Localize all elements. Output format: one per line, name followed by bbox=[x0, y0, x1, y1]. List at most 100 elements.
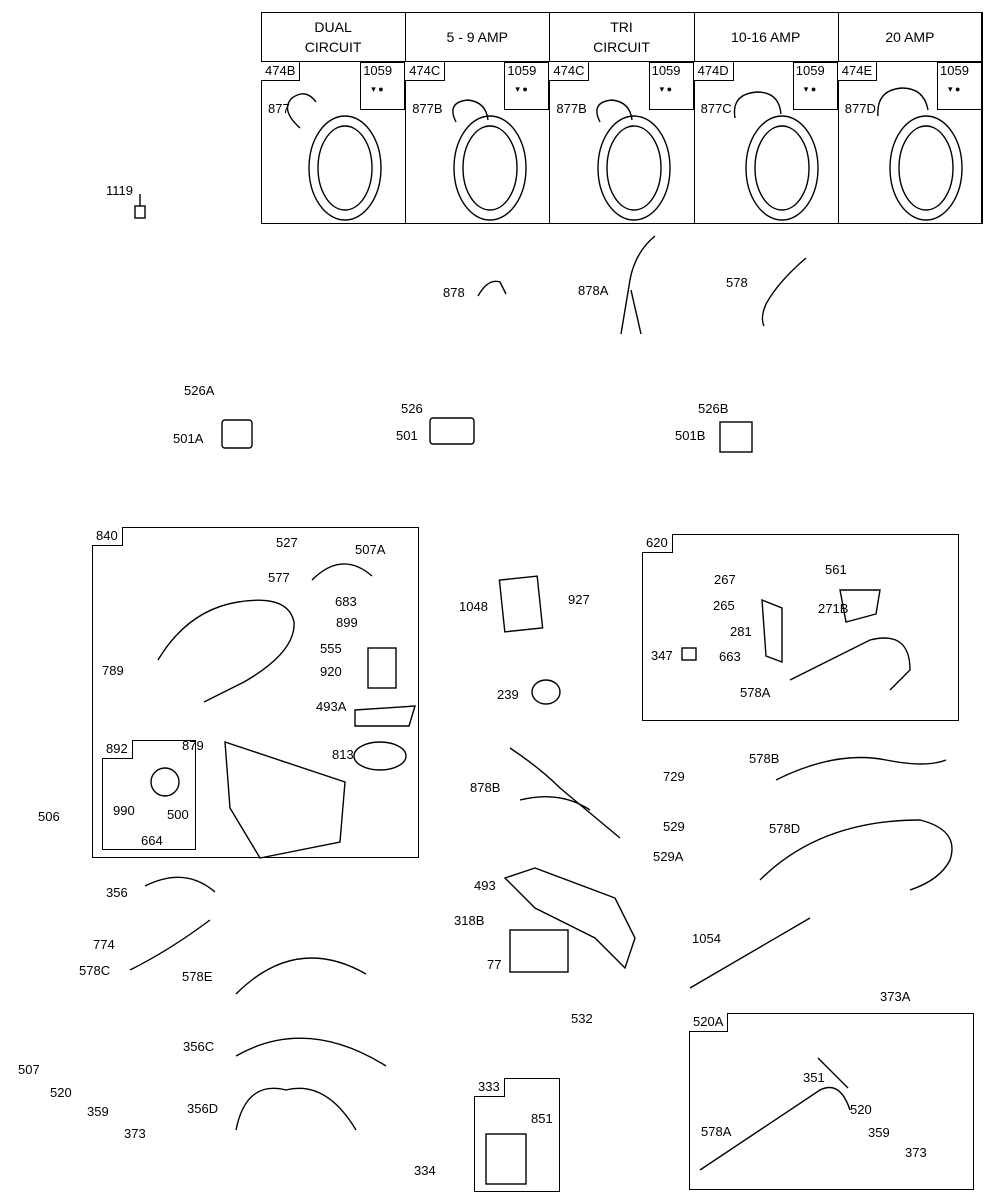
callout-359: 359 bbox=[87, 1104, 109, 1119]
callout-318b: 318B bbox=[454, 913, 485, 928]
callout-527: 527 bbox=[276, 535, 298, 550]
harness-578e-icon bbox=[235, 957, 367, 995]
stator-part-number: 474E bbox=[837, 62, 878, 81]
callout-578b: 578B bbox=[749, 751, 780, 766]
switch-239-icon bbox=[531, 679, 561, 705]
callout-281: 281 bbox=[730, 624, 752, 639]
callout-500: 500 bbox=[167, 807, 189, 822]
callout-501a: 501A bbox=[173, 431, 204, 446]
callout-359-b: 359 bbox=[868, 1125, 890, 1140]
callout-927: 927 bbox=[568, 592, 590, 607]
callout-578e: 578E bbox=[182, 969, 213, 984]
callout-879: 879 bbox=[182, 738, 204, 753]
callout-356c: 356C bbox=[183, 1039, 215, 1054]
callout-77: 77 bbox=[487, 957, 502, 972]
callout-663: 663 bbox=[719, 649, 741, 664]
lead-356-icon bbox=[144, 876, 216, 893]
callout-1119: 1119 bbox=[106, 183, 133, 198]
callout-239: 239 bbox=[497, 687, 519, 702]
harness-578c-icon bbox=[129, 919, 211, 971]
callout-347: 347 bbox=[651, 648, 673, 663]
stator-column-title: 10-16 AMP bbox=[693, 12, 838, 62]
group-333-box bbox=[474, 1078, 560, 1192]
clamp-813-icon bbox=[353, 741, 407, 771]
fastener-1059-cell bbox=[504, 62, 550, 110]
callout-529: 529 bbox=[663, 819, 685, 834]
fastener-1059-cell bbox=[648, 62, 694, 110]
callout-561: 561 bbox=[825, 562, 847, 577]
group-620-box bbox=[642, 534, 959, 721]
stator-column-title: 5 - 9 AMP bbox=[405, 12, 550, 62]
group-520a-tag: 520A bbox=[689, 1013, 729, 1032]
callout-851: 851 bbox=[531, 1111, 553, 1126]
callout-334: 334 bbox=[414, 1163, 436, 1178]
screw-icon: ▾ ● bbox=[659, 84, 673, 94]
stator-part-number: 474D bbox=[693, 62, 734, 81]
connector-878-icon bbox=[477, 280, 507, 297]
callout-729: 729 bbox=[663, 769, 685, 784]
callout-373a: 373A bbox=[880, 989, 911, 1004]
callout-520: 520 bbox=[50, 1085, 72, 1100]
callout-526b: 526B bbox=[698, 401, 729, 416]
fastener-1059-cell bbox=[937, 62, 982, 110]
callout-920: 920 bbox=[320, 664, 342, 679]
stator-callout: 877B bbox=[556, 101, 587, 116]
coil-851-icon bbox=[485, 1133, 527, 1185]
fastener-1059-cell bbox=[360, 62, 406, 110]
fastener-number: 1059 bbox=[651, 63, 681, 78]
callout-526: 526 bbox=[401, 401, 423, 416]
callout-577: 577 bbox=[268, 570, 290, 585]
callout-373: 373 bbox=[124, 1126, 146, 1141]
boot-351-icon bbox=[817, 1057, 849, 1089]
stator-877c-icon bbox=[733, 91, 819, 221]
cable-577-icon bbox=[311, 563, 373, 581]
fastener-number: 1059 bbox=[363, 63, 393, 78]
group-840-tag: 840 bbox=[92, 527, 123, 546]
callout-351: 351 bbox=[803, 1070, 825, 1085]
harness-578b-icon bbox=[775, 756, 947, 781]
module-1048-icon bbox=[498, 575, 544, 633]
fastener-1059-cell bbox=[792, 62, 838, 110]
callout-265: 265 bbox=[713, 598, 735, 613]
callout-501b: 501B bbox=[675, 428, 706, 443]
harness-878b-icon bbox=[509, 747, 621, 839]
bracket-271b-icon bbox=[839, 589, 881, 623]
callout-507: 507 bbox=[18, 1062, 40, 1077]
callout-356: 356 bbox=[106, 885, 128, 900]
harness-789-icon bbox=[157, 599, 295, 703]
callout-578c: 578C bbox=[79, 963, 111, 978]
callout-555: 555 bbox=[320, 641, 342, 656]
stator-part-number: 474B bbox=[261, 62, 301, 81]
callout-774: 774 bbox=[93, 937, 115, 952]
callout-507a: 507A bbox=[355, 542, 386, 557]
callout-683: 683 bbox=[335, 594, 357, 609]
ignition-switch-icon bbox=[150, 767, 180, 797]
callout-506: 506 bbox=[38, 809, 60, 824]
screw-icon: ▾ ● bbox=[515, 84, 528, 94]
harness-578a-icon bbox=[789, 637, 911, 691]
harness-578a-b-icon bbox=[699, 1086, 851, 1171]
callout-899: 899 bbox=[336, 615, 358, 630]
regulator-501-icon bbox=[429, 417, 475, 445]
callout-373-b: 373 bbox=[905, 1145, 927, 1160]
callout-664: 664 bbox=[141, 833, 163, 848]
regulator-501b-icon bbox=[719, 421, 753, 453]
callout-1054: 1054 bbox=[692, 931, 721, 946]
callout-578: 578 bbox=[726, 275, 748, 290]
screw-icon: ▾ ● bbox=[803, 84, 817, 94]
stator-callout: 877C bbox=[700, 101, 732, 116]
stator-column-title: 20 AMP bbox=[837, 12, 982, 62]
stator-part-number: 474C bbox=[549, 62, 590, 81]
callout-267: 267 bbox=[714, 572, 736, 587]
callout-1048: 1048 bbox=[459, 599, 488, 614]
harness-878a-icon bbox=[620, 235, 656, 335]
callout-813: 813 bbox=[332, 747, 354, 762]
group-892-box bbox=[102, 740, 196, 850]
stator-877d-icon bbox=[877, 87, 963, 221]
bracket-281-icon bbox=[761, 598, 783, 664]
connector-347-icon bbox=[681, 647, 697, 661]
group-892-tag: 892 bbox=[102, 740, 133, 759]
shield-879-icon bbox=[224, 741, 346, 859]
